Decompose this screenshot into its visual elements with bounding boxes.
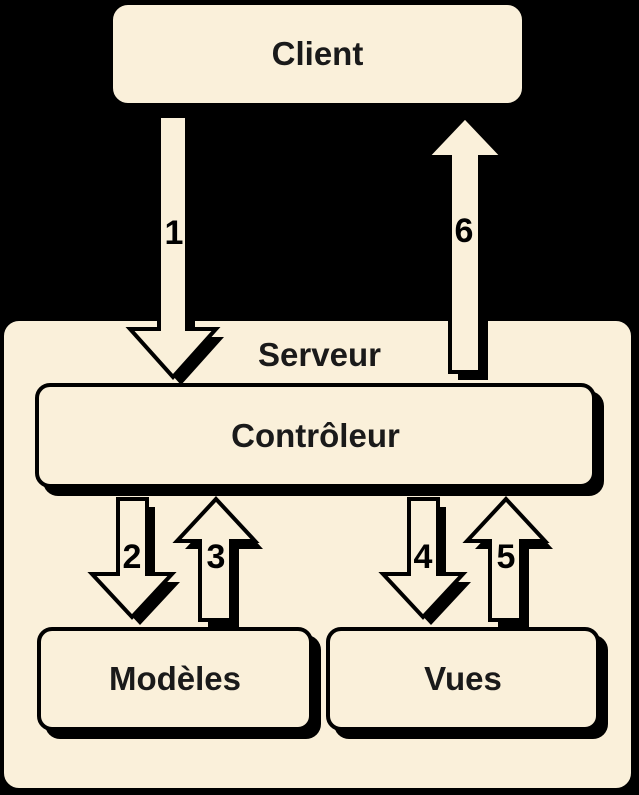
arrow-6-label: 6 [454, 212, 474, 250]
serveur-label: Serveur [258, 336, 381, 373]
vues-label: Vues [424, 660, 502, 697]
arrow-2-label: 2 [122, 538, 142, 576]
controleur-label: Contrôleur [231, 416, 400, 454]
modeles-label: Modèles [108, 660, 242, 697]
client-label: Client [271, 35, 364, 72]
arrow-4-label: 4 [413, 538, 433, 576]
arrow-5-label: 5 [496, 538, 516, 576]
arrow-3-label: 3 [206, 538, 226, 576]
client-box: Client [113, 5, 522, 103]
controleur-box: Contrôleur [35, 383, 596, 488]
arrow-1-label: 1 [164, 214, 184, 252]
vues-box: Vues [326, 627, 600, 731]
modeles-box: Modèles [37, 627, 313, 731]
